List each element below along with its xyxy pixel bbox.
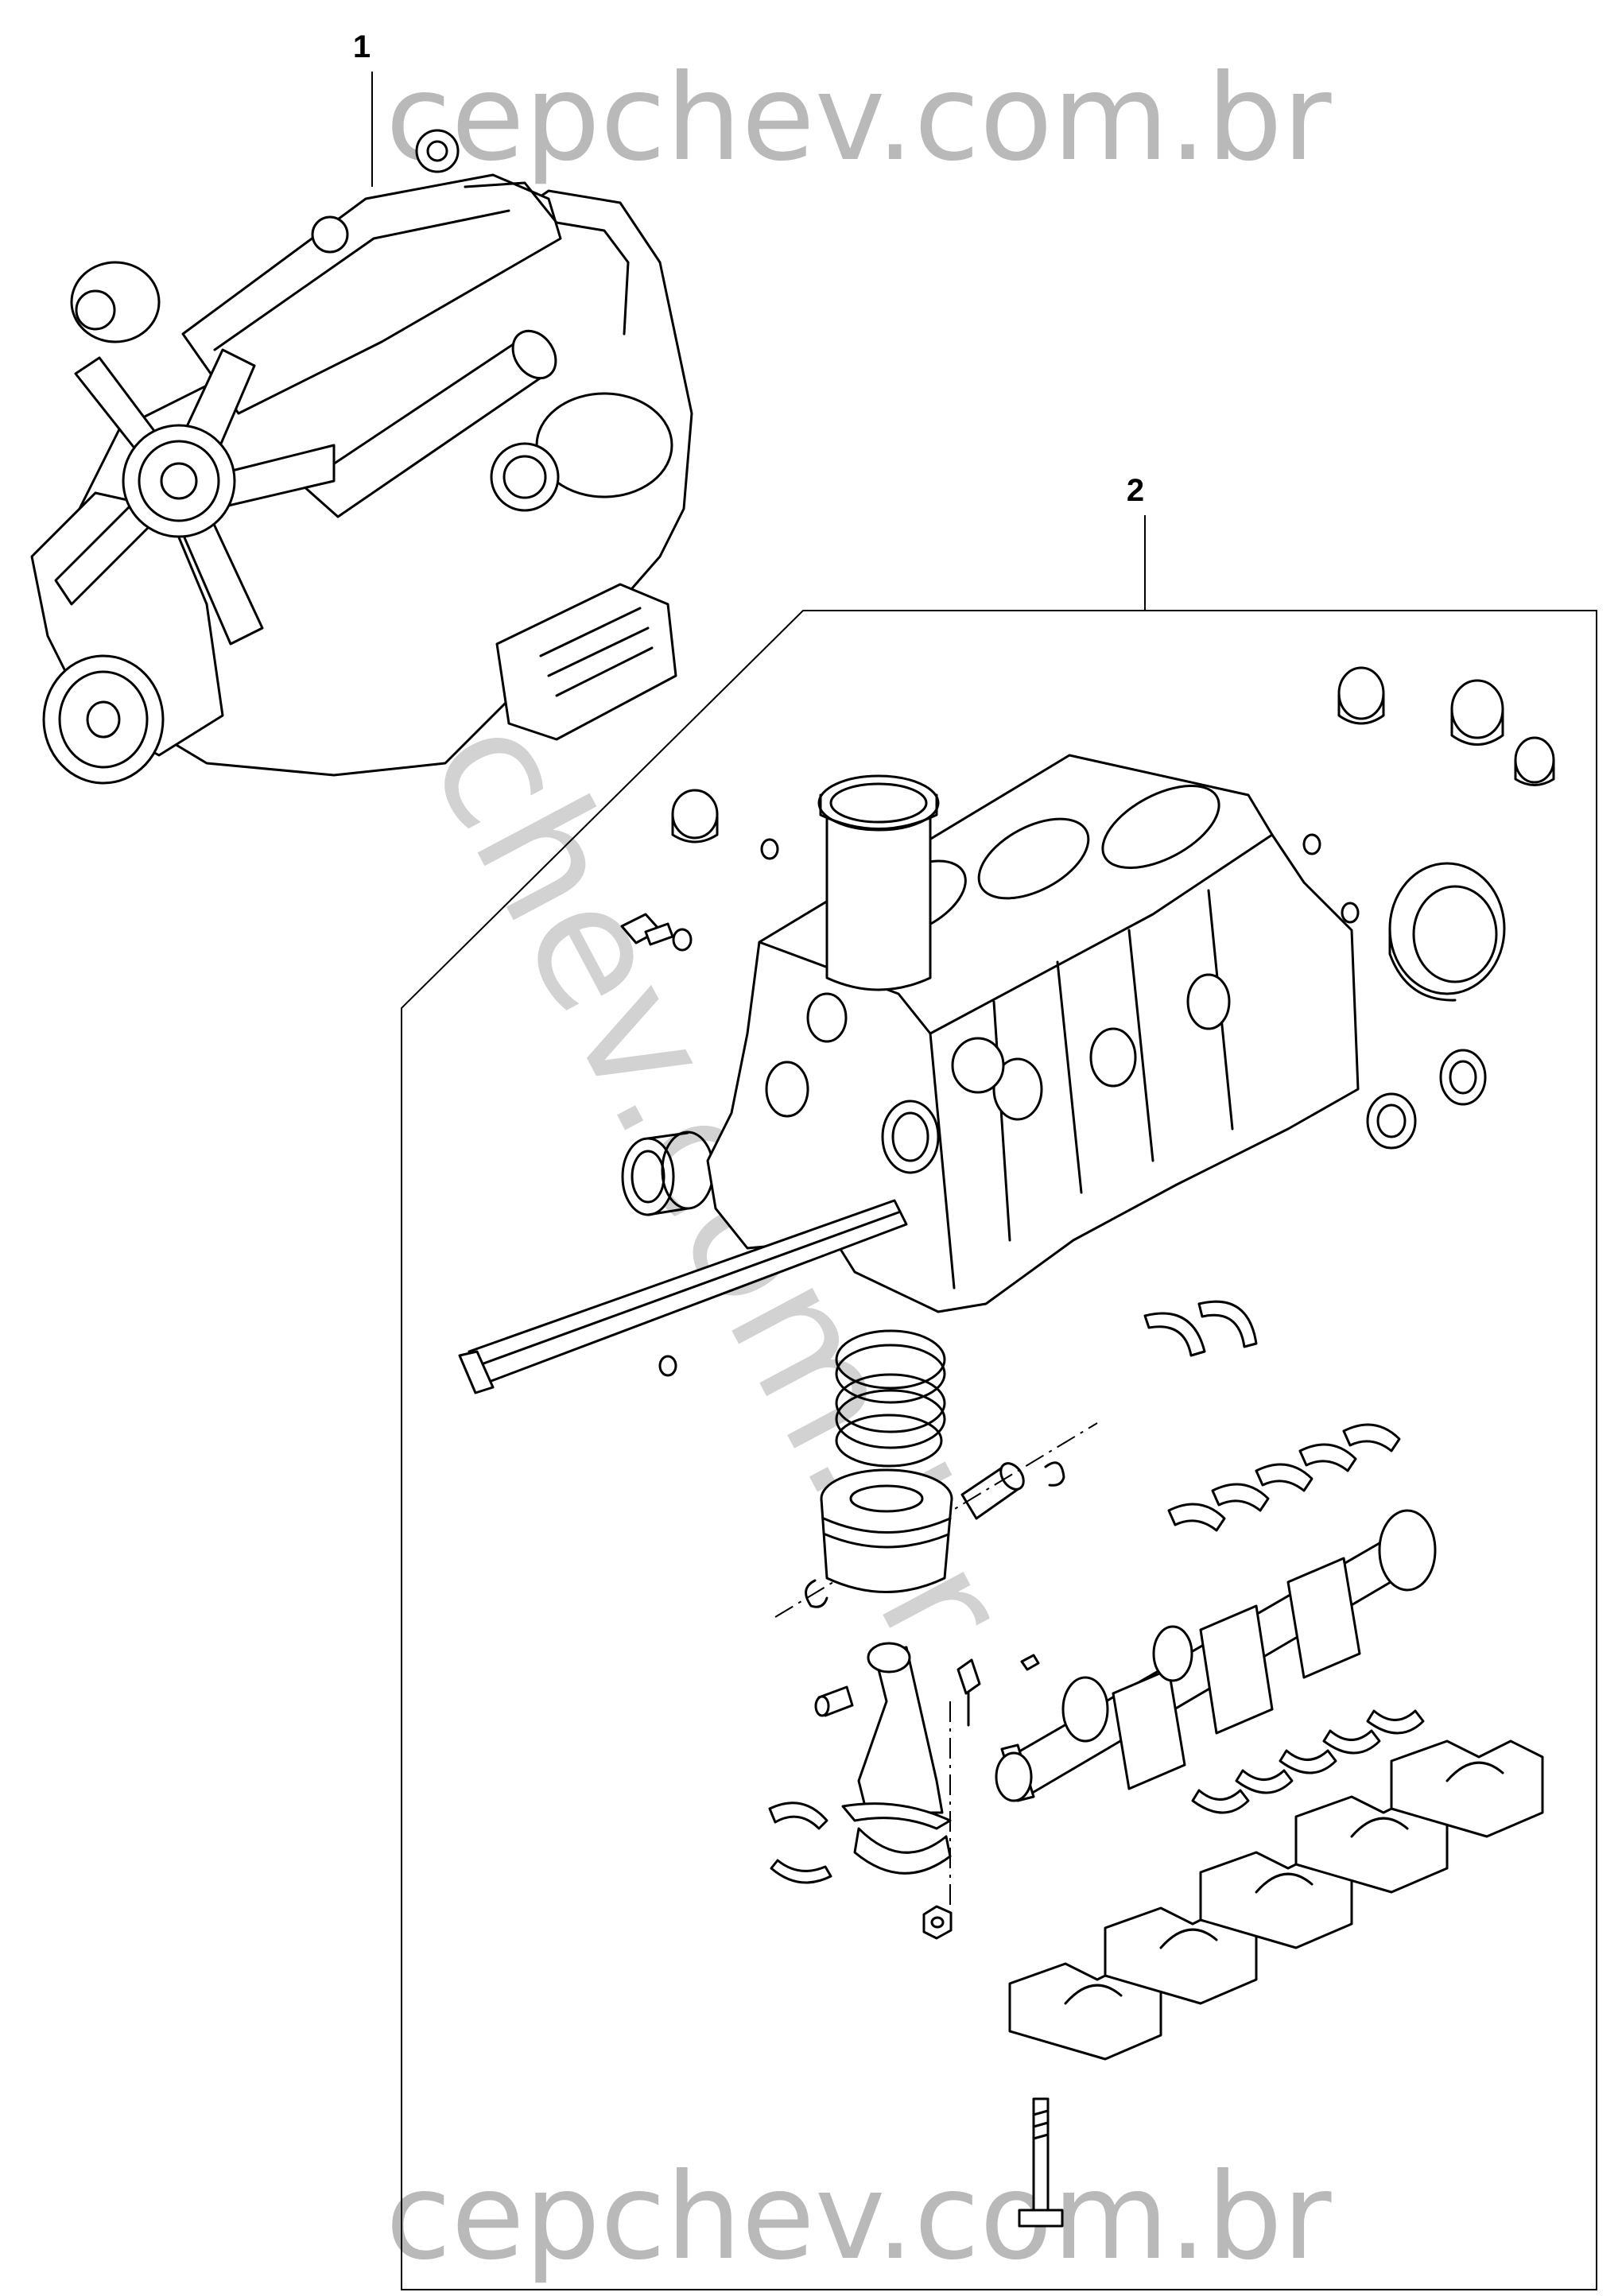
piston bbox=[820, 1468, 953, 1593]
rod-bearing-shells bbox=[768, 1802, 832, 1884]
alternator-pulley bbox=[75, 289, 116, 331]
callout-2-label: 2 bbox=[1127, 473, 1144, 508]
crank-pulley-groove bbox=[58, 670, 149, 769]
upper-main-bearing-shells bbox=[1167, 1423, 1401, 1532]
thrust-washers bbox=[1143, 1300, 1258, 1357]
oil-gallery-bolt bbox=[620, 913, 674, 946]
rear-oil-seal bbox=[1388, 862, 1506, 1002]
engine-assembly[interactable] bbox=[30, 129, 693, 785]
crank-pulley-hub bbox=[86, 700, 121, 739]
callout-1-label: 1 bbox=[353, 29, 371, 64]
valve-cover-ridge bbox=[213, 209, 510, 351]
cylinder-block bbox=[706, 754, 1360, 1313]
rod-bushing bbox=[814, 1685, 854, 1717]
oil-filler-cap-inner bbox=[426, 140, 448, 162]
rod-nut bbox=[922, 1905, 953, 1940]
watermark-top: cepchev.com.br bbox=[386, 49, 1332, 188]
oil-cooler bbox=[495, 583, 677, 741]
cylinder-liner bbox=[817, 774, 940, 991]
breather-cap bbox=[311, 215, 349, 254]
watermark-bottom: cepchev.com.br bbox=[386, 2148, 1332, 2286]
connecting-rod bbox=[841, 1642, 981, 1908]
expansion-plugs bbox=[671, 666, 1555, 844]
cam-bushing bbox=[621, 1131, 715, 1216]
dowel-pins bbox=[658, 833, 1360, 1377]
turbo-outlet bbox=[490, 442, 560, 512]
lower-main-bearing-shells bbox=[1191, 1709, 1425, 1814]
crankshaft bbox=[995, 1509, 1437, 1802]
front-oil-seals bbox=[1366, 1049, 1487, 1150]
kit-bracket-frame bbox=[401, 610, 1597, 2290]
crank-pulley bbox=[42, 654, 165, 785]
piston-rings bbox=[835, 1329, 946, 1468]
main-bearing-caps bbox=[1008, 1739, 1544, 2061]
turbo-outlet-inner bbox=[503, 455, 547, 499]
short-block-kit[interactable] bbox=[458, 666, 1555, 2228]
callout-2[interactable]: 2 bbox=[1127, 473, 1146, 611]
intake-pipe-end bbox=[511, 329, 557, 380]
camshaft bbox=[458, 1199, 908, 1394]
callout-1[interactable]: 1 bbox=[353, 29, 373, 187]
oil-cooler-fins bbox=[539, 607, 654, 697]
cooling-fan bbox=[54, 348, 336, 646]
breather-hose bbox=[464, 181, 630, 335]
main-cap-bolt bbox=[1018, 2097, 1064, 2228]
